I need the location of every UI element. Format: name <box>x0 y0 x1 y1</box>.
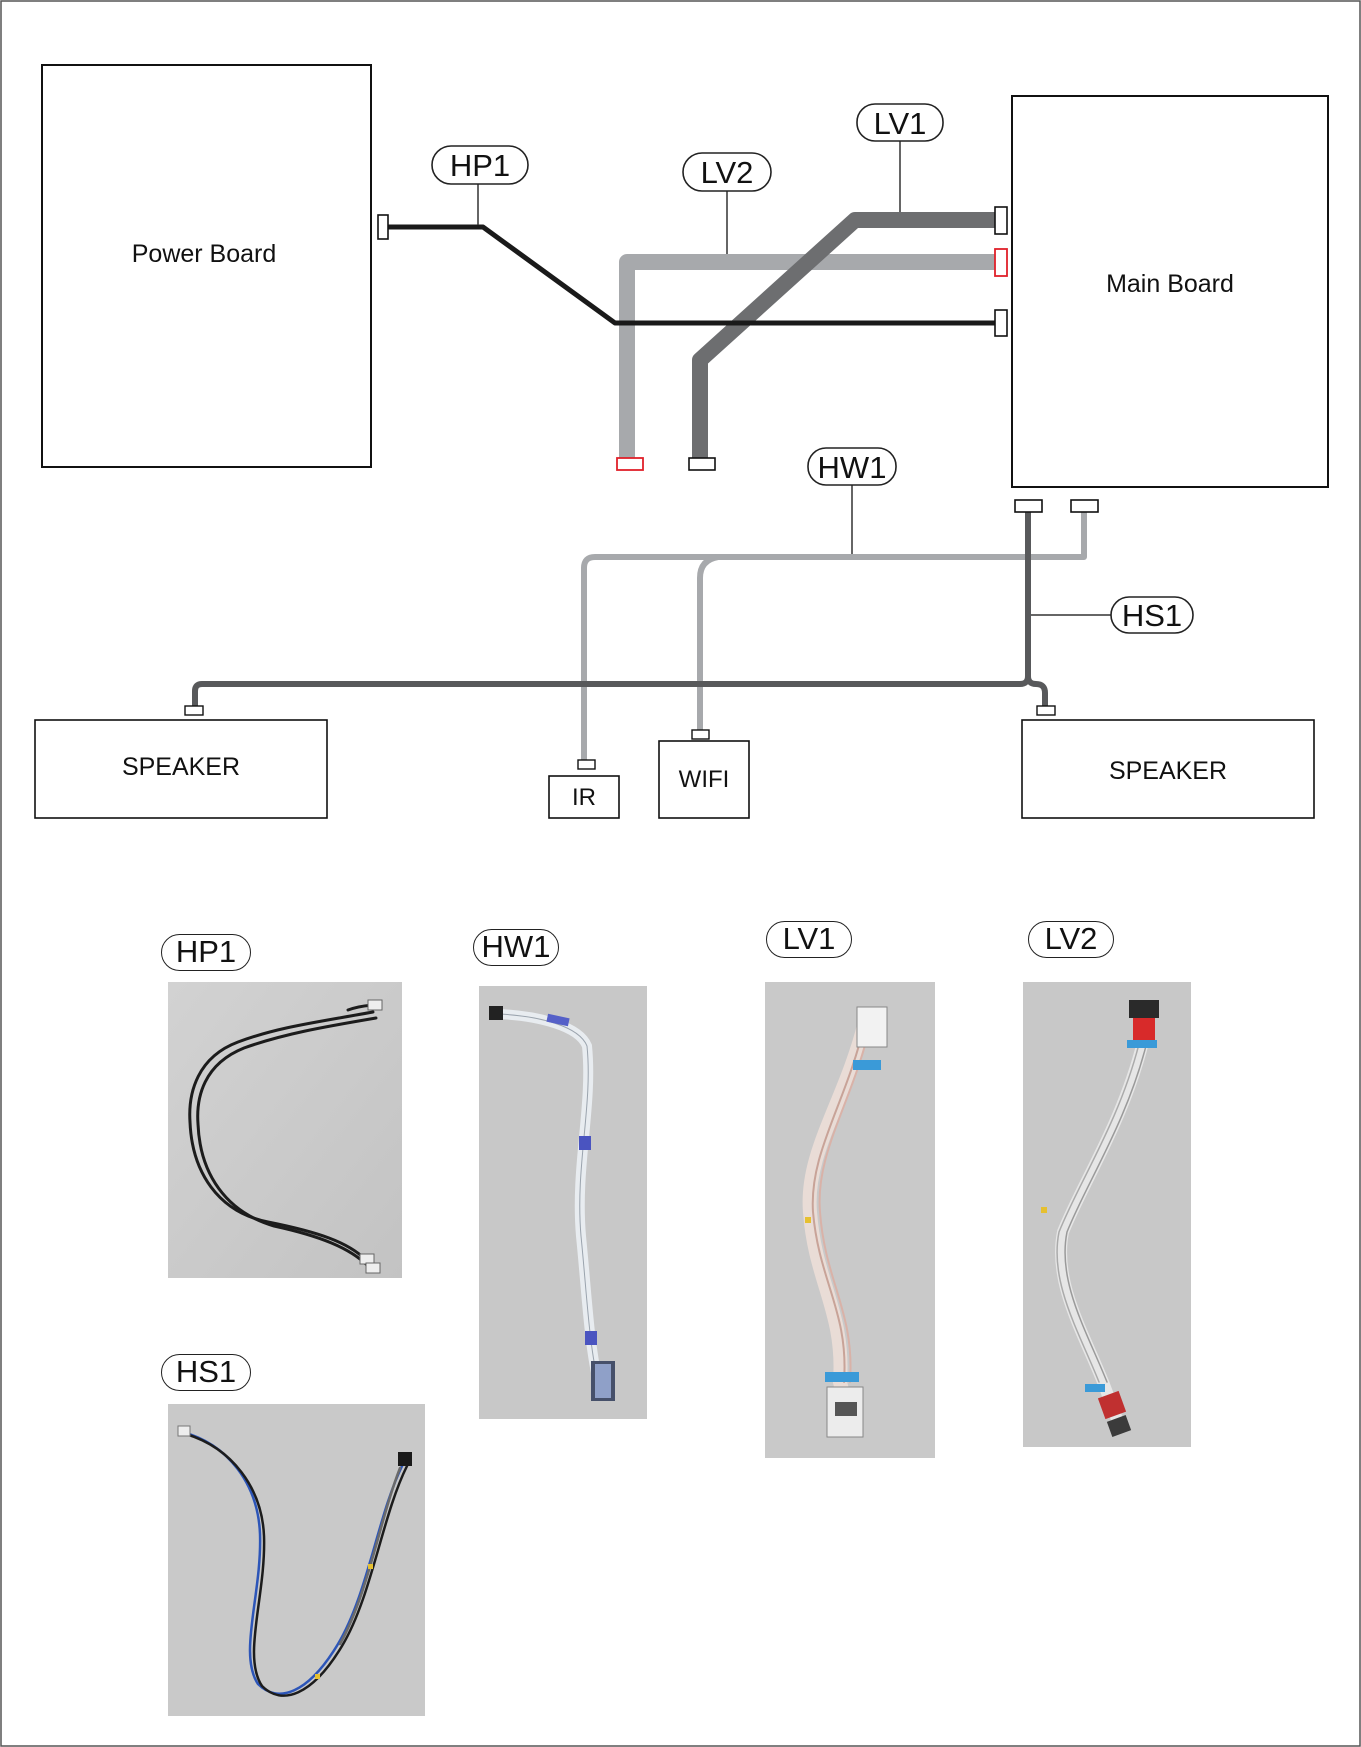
hw1-cable-photo <box>479 986 647 1419</box>
hp1-cable <box>388 224 998 326</box>
ir-connector <box>577 759 596 770</box>
ir-label: IR <box>572 784 596 811</box>
speaker-left-label: SPEAKER <box>122 753 240 781</box>
hp1-cable-photo <box>168 982 402 1278</box>
main-board-box <box>1011 95 1329 488</box>
hp1-callout-label: HP1 <box>450 148 510 183</box>
hs1-cable <box>192 512 1048 706</box>
wifi-box <box>658 740 750 819</box>
speaker-right-label: SPEAKER <box>1109 757 1227 785</box>
main-board-label: Main Board <box>1106 270 1234 298</box>
hp1-callout <box>431 145 529 185</box>
speaker-left-box <box>34 719 328 819</box>
lv1-callout-label: LV1 <box>874 106 927 141</box>
power-board-connector <box>377 214 389 240</box>
lv2-main-connector <box>994 248 1008 277</box>
hw1-photo-label: HW1 <box>473 929 559 966</box>
wifi-connector <box>691 729 710 740</box>
hs1-main-connector <box>1014 499 1043 513</box>
lv1-end-connector <box>688 457 716 471</box>
hs1-cable-photo <box>168 1404 425 1716</box>
wifi-label: WIFI <box>679 766 730 793</box>
hw1-callout <box>807 447 897 486</box>
hw1-cable <box>581 512 1087 760</box>
power-board-label: Power Board <box>132 240 277 268</box>
lv1-cable <box>692 212 996 460</box>
hp1-photo-label: HP1 <box>161 934 251 971</box>
hs1-callout-label: HS1 <box>1122 598 1182 633</box>
lv1-callout <box>856 103 944 142</box>
speaker-left-connector <box>184 705 204 716</box>
ir-box <box>548 775 620 819</box>
lv1-main-connector <box>994 206 1008 235</box>
hw1-main-connector <box>1070 499 1099 513</box>
hs1-callout <box>1110 596 1194 634</box>
hs1-photo-label: HS1 <box>161 1354 251 1391</box>
lv2-end-connector <box>616 457 644 471</box>
hp1-main-connector <box>994 309 1008 337</box>
lv2-photo-label: LV2 <box>1028 921 1114 958</box>
lv2-callout <box>682 152 772 192</box>
lv1-photo-label: LV1 <box>766 921 852 958</box>
lv2-cable-photo <box>1023 982 1191 1447</box>
lv1-cable-photo <box>765 982 935 1458</box>
hw1-callout-label: HW1 <box>818 450 887 485</box>
speaker-right-box <box>1021 719 1315 819</box>
speaker-right-connector <box>1036 705 1056 716</box>
power-board-box <box>41 64 372 468</box>
lv2-cable <box>619 254 996 460</box>
lv2-callout-label: LV2 <box>701 155 754 190</box>
